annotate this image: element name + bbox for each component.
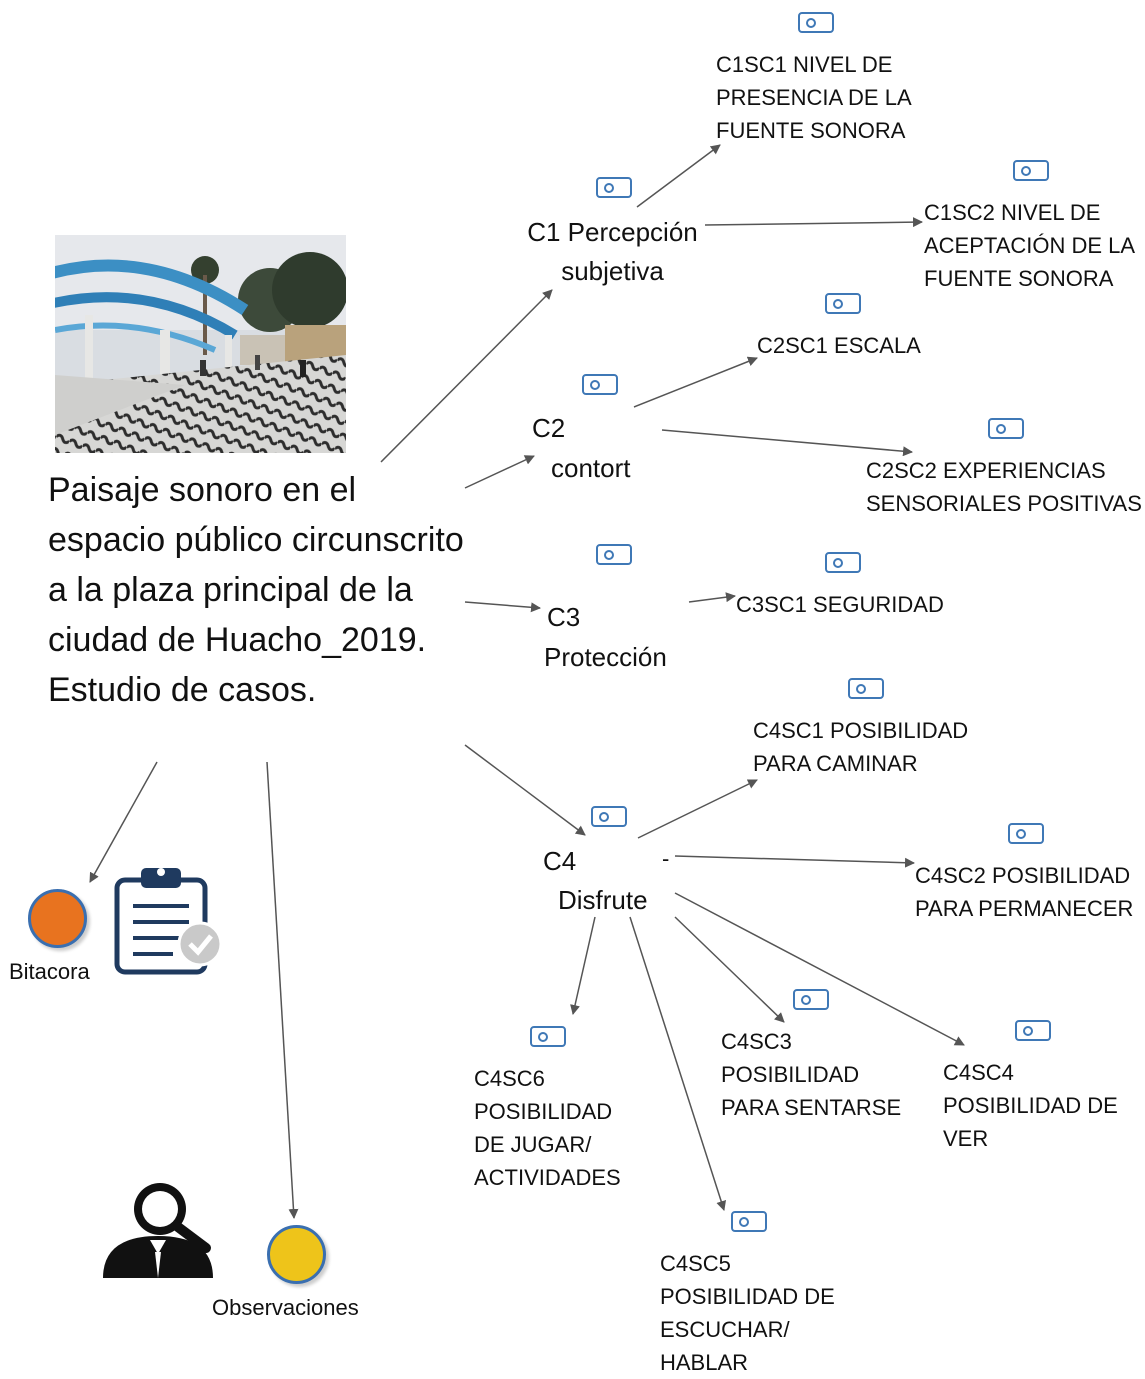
arrow-main-c1: [380, 289, 553, 463]
document-icon: [591, 806, 627, 827]
category-c3-code: C3: [547, 602, 581, 632]
category-c3-name: Protección: [544, 642, 667, 672]
document-icon: [798, 12, 834, 33]
subcategory-c4sc2: C4SC2 POSIBILIDAD PARA PERMANECER: [915, 863, 1134, 921]
arrow-main-observaciones: [266, 761, 299, 1219]
main-title: Paisaje sonoro en el espacio público cir…: [48, 471, 464, 709]
subcategory-c4sc3: C4SC3 POSIBILIDAD PARA SENTARSE: [721, 1029, 902, 1120]
document-icon: [596, 544, 632, 565]
subcategory-c3sc1: C3SC1 SEGURIDAD: [736, 592, 944, 617]
document-icon: [1015, 1020, 1051, 1041]
arrow-main-c2: [464, 455, 535, 489]
subcategory-c4sc6: C4SC6 POSIBILIDAD DE JUGAR/ ACTIVIDADES: [474, 1066, 621, 1190]
subcategory-c4sc5: C4SC5 POSIBILIDAD DE ESCUCHAR/ HABLAR: [660, 1251, 835, 1375]
arrow-c4-c4sc2: [674, 855, 915, 868]
arrow-main-c4: [464, 744, 586, 836]
subcategory-c2sc1: C2SC1 ESCALA: [757, 333, 921, 358]
document-icon: [825, 552, 861, 573]
subcategory-c2sc2: C2SC2 EXPERIENCIAS SENSORIALES POSITIVAS: [866, 458, 1142, 516]
category-c2-code: C2: [532, 413, 566, 443]
document-icon: [530, 1026, 566, 1047]
arrow-c1-c1sc2: [704, 217, 923, 228]
arrow-main-c3: [464, 601, 541, 613]
document-icon: [848, 678, 884, 699]
document-icon: [596, 177, 632, 198]
plaza-photo: [55, 235, 346, 453]
arrow-c4-c4sc4: [674, 892, 965, 1046]
subcategory-c4sc1: C4SC1 POSIBILIDAD PARA CAMINAR: [753, 718, 969, 776]
document-icon: [1013, 160, 1049, 181]
document-icon: [825, 293, 861, 314]
subcategory-c1sc2: C1SC2 NIVEL DE ACEPTACIÓN DE LA FUENTE S…: [924, 200, 1136, 291]
document-icon: [793, 989, 829, 1010]
category-c4-code: C4: [543, 846, 577, 876]
subcategory-c1sc1: C1SC1 NIVEL DE PRESENCIA DE LA FUENTE SO…: [716, 52, 912, 143]
arrow-c2-c2sc1: [633, 356, 758, 408]
arrow-c2-c2sc2: [661, 429, 913, 457]
observaciones-label: Observaciones: [212, 1295, 359, 1320]
observaciones-dot: [267, 1225, 326, 1284]
arrow-c4-c4sc6: [570, 916, 596, 1015]
arrow-c1-c1sc1: [636, 144, 721, 208]
category-c1: C1 Percepción subjetiva: [527, 217, 698, 286]
category-c2-name: contort: [551, 453, 631, 483]
bitacora-dot: [28, 889, 87, 948]
bitacora-label: Bitacora: [9, 959, 90, 984]
document-icon: [582, 374, 618, 395]
clipboard-check-icon: [114, 868, 223, 975]
category-c4-name: Disfrute: [558, 885, 648, 915]
arrow-c4-c4sc1: [637, 779, 758, 839]
document-icon: [1008, 823, 1044, 844]
arrow-c4-c4sc5: [629, 916, 727, 1211]
document-icon: [731, 1211, 767, 1232]
subcategory-c4sc4: C4SC4 POSIBILIDAD DE VER: [943, 1060, 1118, 1151]
person-search-icon: [68, 1178, 258, 1286]
arrow-c4-c4sc3: [674, 916, 785, 1023]
arrow-main-bitacora: [89, 761, 158, 883]
plaza-photo-drawing: [55, 235, 346, 453]
document-icon: [988, 418, 1024, 439]
arrow-c3-c3sc1: [688, 592, 736, 603]
dash-mark: -: [662, 846, 670, 871]
